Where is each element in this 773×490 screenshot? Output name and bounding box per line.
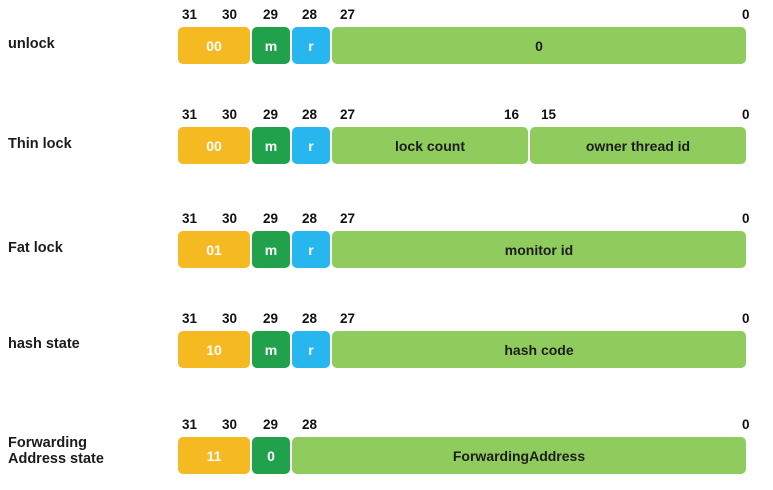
bit-index-tick: 30 [222,107,238,122]
bit-field-segment: 10 [178,331,250,368]
bit-field-segment: m [252,231,290,268]
bit-index-tick: 16 [504,107,520,122]
bit-field-segment: 0 [252,437,290,474]
bit-index-tick: 31 [182,311,198,326]
bit-index-tick: 29 [263,107,279,122]
bit-index-tick: 31 [182,211,198,226]
bit-index-tick: 30 [222,211,238,226]
bit-index-ruler: 31 30 29 28 0 [0,417,773,435]
bit-field-segment: 01 [178,231,250,268]
bit-index-tick: 0 [742,211,750,226]
bit-index-tick: 28 [302,211,318,226]
bit-field-segment: m [252,127,290,164]
bit-index-tick: 31 [182,107,198,122]
bit-index-tick: 0 [742,311,750,326]
bit-index-ruler: 31 30 29 28 27 0 [0,311,773,329]
bit-index-tick: 29 [263,7,279,22]
bit-field-segment: r [292,27,330,64]
bit-field-segment: 11 [178,437,250,474]
bit-field-segment: 0 [332,27,746,64]
bit-field-segment: r [292,127,330,164]
bit-field-segment: 00 [178,127,250,164]
bit-field-segment: m [252,27,290,64]
bit-index-tick: 27 [340,107,356,122]
bit-field-segment: lock count [332,127,528,164]
bit-index-tick: 27 [340,7,356,22]
bit-index-tick: 31 [182,7,198,22]
bit-field-segment: owner thread id [530,127,746,164]
bit-index-ruler: 31 30 29 28 27 0 [0,211,773,229]
bit-index-tick: 29 [263,311,279,326]
bit-index-tick: 0 [742,107,750,122]
bit-field-segment: r [292,331,330,368]
row-label: hash state [8,336,80,352]
row-label: unlock [8,36,55,52]
bit-index-tick: 15 [541,107,557,122]
bit-index-tick: 30 [222,311,238,326]
bit-index-tick: 29 [263,417,279,432]
bit-field-segment: 00 [178,27,250,64]
bit-index-tick: 28 [302,7,318,22]
bit-index-tick: 27 [340,311,356,326]
bit-index-tick: 30 [222,7,238,22]
bit-index-ruler: 31 30 29 28 27 0 [0,7,773,25]
bit-field-segment: monitor id [332,231,746,268]
row-label: Thin lock [8,136,72,152]
bit-field-segment: m [252,331,290,368]
bit-index-tick: 27 [340,211,356,226]
bit-index-tick: 30 [222,417,238,432]
bit-index-tick: 31 [182,417,198,432]
bit-index-tick: 28 [302,311,318,326]
bit-index-tick: 28 [302,417,318,432]
bit-index-tick: 0 [742,7,750,22]
bit-index-tick: 29 [263,211,279,226]
bit-field-segment: hash code [332,331,746,368]
row-label: Fat lock [8,240,63,256]
bit-index-tick: 0 [742,417,750,432]
bit-field-segment: ForwardingAddress [292,437,746,474]
bit-index-ruler: 31 30 29 28 27 16 15 0 [0,107,773,125]
bit-index-tick: 28 [302,107,318,122]
bit-field-segment: r [292,231,330,268]
row-label: Forwarding Address state [8,435,104,467]
